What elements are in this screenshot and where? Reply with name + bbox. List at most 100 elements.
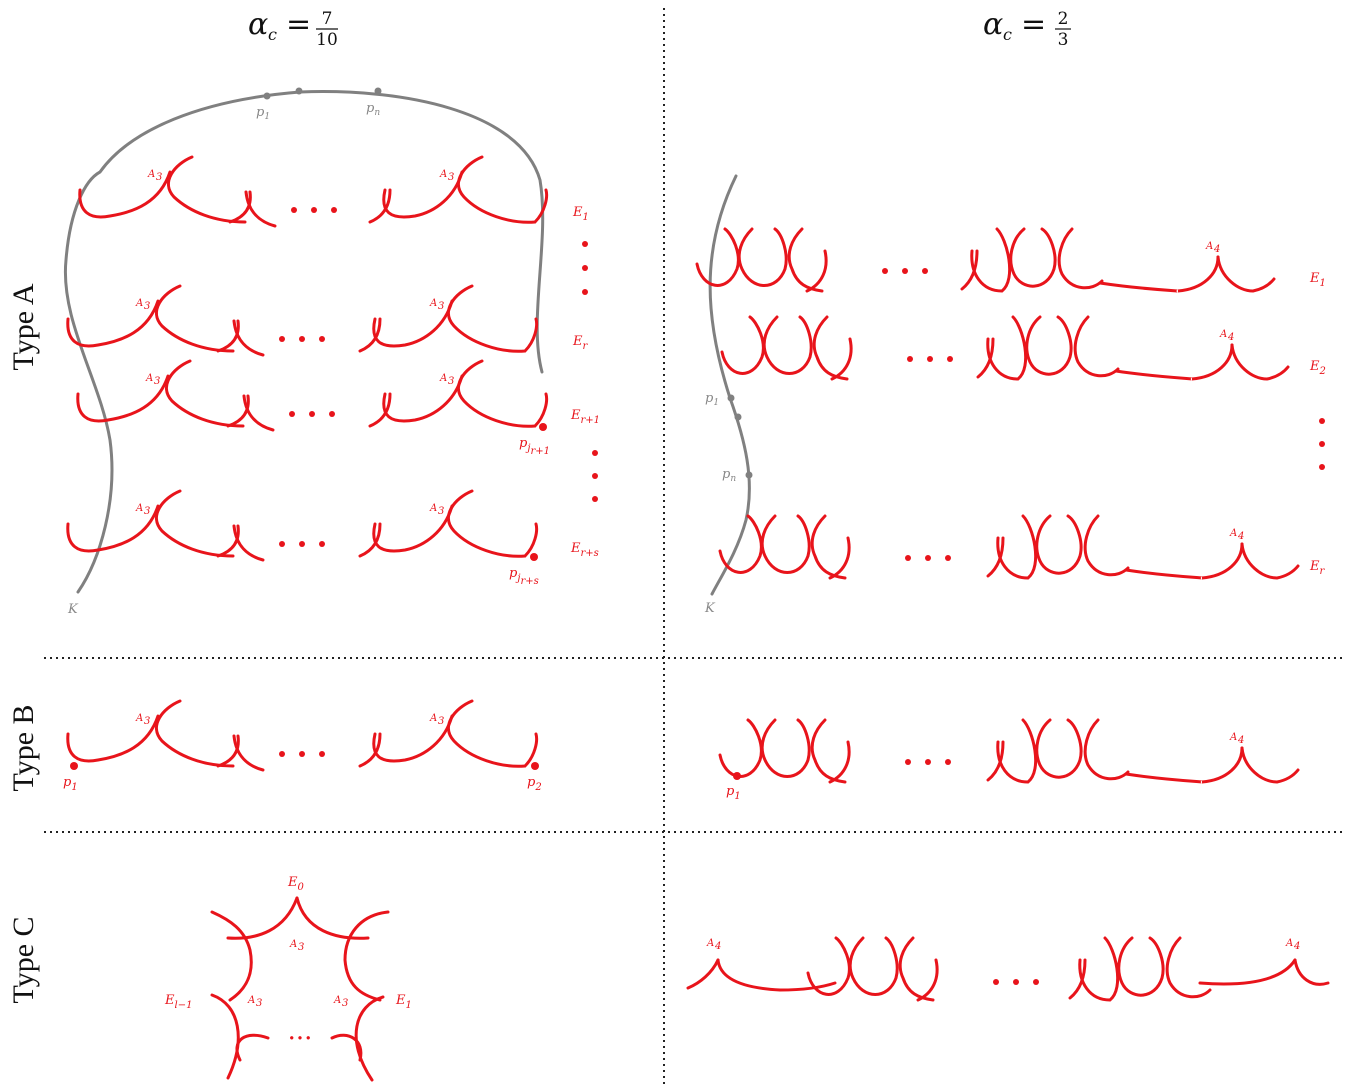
a3-right-branch [155, 699, 235, 768]
ellipsis-dot [329, 411, 335, 417]
double-cusp-a [718, 718, 763, 778]
a3-label: A [429, 503, 437, 514]
double-cusp-c [1165, 936, 1212, 999]
a3-left-branch [66, 504, 160, 553]
curve-label-er1-left: Er+1 [570, 408, 600, 426]
ellipsis-dot [291, 207, 297, 213]
double-cusp-c [1083, 718, 1130, 781]
double-cusp-a [996, 718, 1038, 784]
a4-left-branch [1124, 746, 1244, 784]
curve-label-er-left: Er [572, 334, 589, 352]
a3-left-branch [76, 374, 170, 423]
svg-text:3: 3 [342, 998, 348, 1009]
k-label-left: K [67, 602, 79, 617]
a3-label-sub: 3 [438, 301, 444, 312]
ellipsis-dot [331, 207, 337, 213]
ellipsis-dot [279, 541, 285, 547]
small-cusp-right [232, 734, 265, 772]
curve-label-e1-right: E1 [1309, 271, 1326, 289]
a4-label: A [1285, 938, 1293, 949]
ellipsis-dot [925, 555, 931, 561]
a3-left-branch [382, 170, 464, 219]
ellipsis-dot [279, 336, 285, 342]
a3-label-sub: 3 [154, 376, 160, 387]
svg-text:α: α [248, 7, 268, 42]
small-hook [986, 536, 1005, 578]
double-cusp-a [806, 936, 851, 996]
curve-label-e2-right: E2 [1309, 359, 1326, 377]
a3-label: A [429, 298, 437, 309]
a3-left-branch [372, 714, 454, 763]
row-label-type-b: Type B [7, 704, 40, 791]
double-cusp-a [1078, 936, 1120, 1002]
double-cusp-b [1035, 718, 1083, 779]
a4-label: A [1205, 241, 1213, 252]
a4-label-sub: 4 [1213, 244, 1220, 255]
a4-left-tail [716, 958, 837, 992]
small-cusp-left [216, 734, 240, 768]
k-curve-left [63, 90, 545, 594]
a3-left-branch [66, 299, 160, 348]
small-cusp-left [368, 188, 392, 224]
a4-label: A [1229, 732, 1237, 743]
column-header-right: α c = 2 3 [983, 7, 1071, 50]
point-p1-left-b [70, 762, 78, 770]
a4-label: A [706, 938, 714, 949]
k-label-right: K [704, 601, 716, 616]
a4-label-sub: 4 [1293, 941, 1300, 952]
a3-label: A [135, 503, 143, 514]
small-cusp-right [244, 190, 277, 228]
double-cusp-a [718, 514, 763, 574]
double-cusp-c [812, 315, 849, 381]
a3-right-branch [155, 489, 235, 558]
double-cusp-a [695, 227, 740, 287]
point-label-p1-left: p1 [256, 105, 270, 122]
a4-label: A [1219, 329, 1227, 340]
svg-text:c: c [1003, 25, 1012, 44]
small-hook [976, 337, 995, 379]
a3-label-sub: 3 [144, 301, 150, 312]
small-cusp-left [358, 732, 382, 768]
ellipsis-dot [925, 759, 931, 765]
double-cusp-c [1083, 514, 1130, 577]
svg-text:=: = [286, 7, 311, 42]
point-label-pn-right: pn [722, 467, 736, 484]
svg-text:c: c [268, 25, 277, 44]
a3-label-sub: 3 [438, 506, 444, 517]
a3-right-branch [447, 284, 539, 353]
small-cusp-left [226, 394, 250, 428]
ellipsis-dot [945, 555, 951, 561]
a3-label: A [439, 169, 447, 180]
point-p1-right-b [733, 772, 741, 780]
a4-right-branch [1230, 343, 1290, 381]
a3-label-sub: 3 [144, 506, 150, 517]
ellipsis-dot [927, 356, 933, 362]
a4-left-branch [1124, 542, 1244, 580]
label-e1-c: E1 [395, 993, 412, 1011]
double-cusp-a [986, 315, 1028, 381]
svg-text:7: 7 [322, 9, 333, 29]
double-cusp-b [1117, 936, 1165, 997]
a3-left-branch [78, 170, 172, 219]
ellipsis-dot [319, 336, 325, 342]
ellipsis-dot [922, 268, 928, 274]
ellipsis-dot [299, 751, 305, 757]
a4-left-branch [1098, 255, 1220, 293]
small-hook [805, 249, 828, 293]
a3-label-sub: 3 [144, 716, 150, 727]
a3-right-branch [447, 489, 539, 558]
double-cusp-b [848, 936, 899, 996]
a4-label-sub: 4 [714, 941, 721, 952]
a4-label: A [1229, 528, 1237, 539]
ellipsis-dot [1033, 979, 1039, 985]
a3-label-sub: 3 [448, 172, 454, 183]
svg-text:2: 2 [1058, 9, 1069, 29]
a3-label-sub: 3 [448, 376, 454, 387]
point-label-pjrs: pjr+s [509, 566, 539, 587]
small-cusp-left [216, 524, 240, 558]
small-hook [916, 958, 939, 1002]
